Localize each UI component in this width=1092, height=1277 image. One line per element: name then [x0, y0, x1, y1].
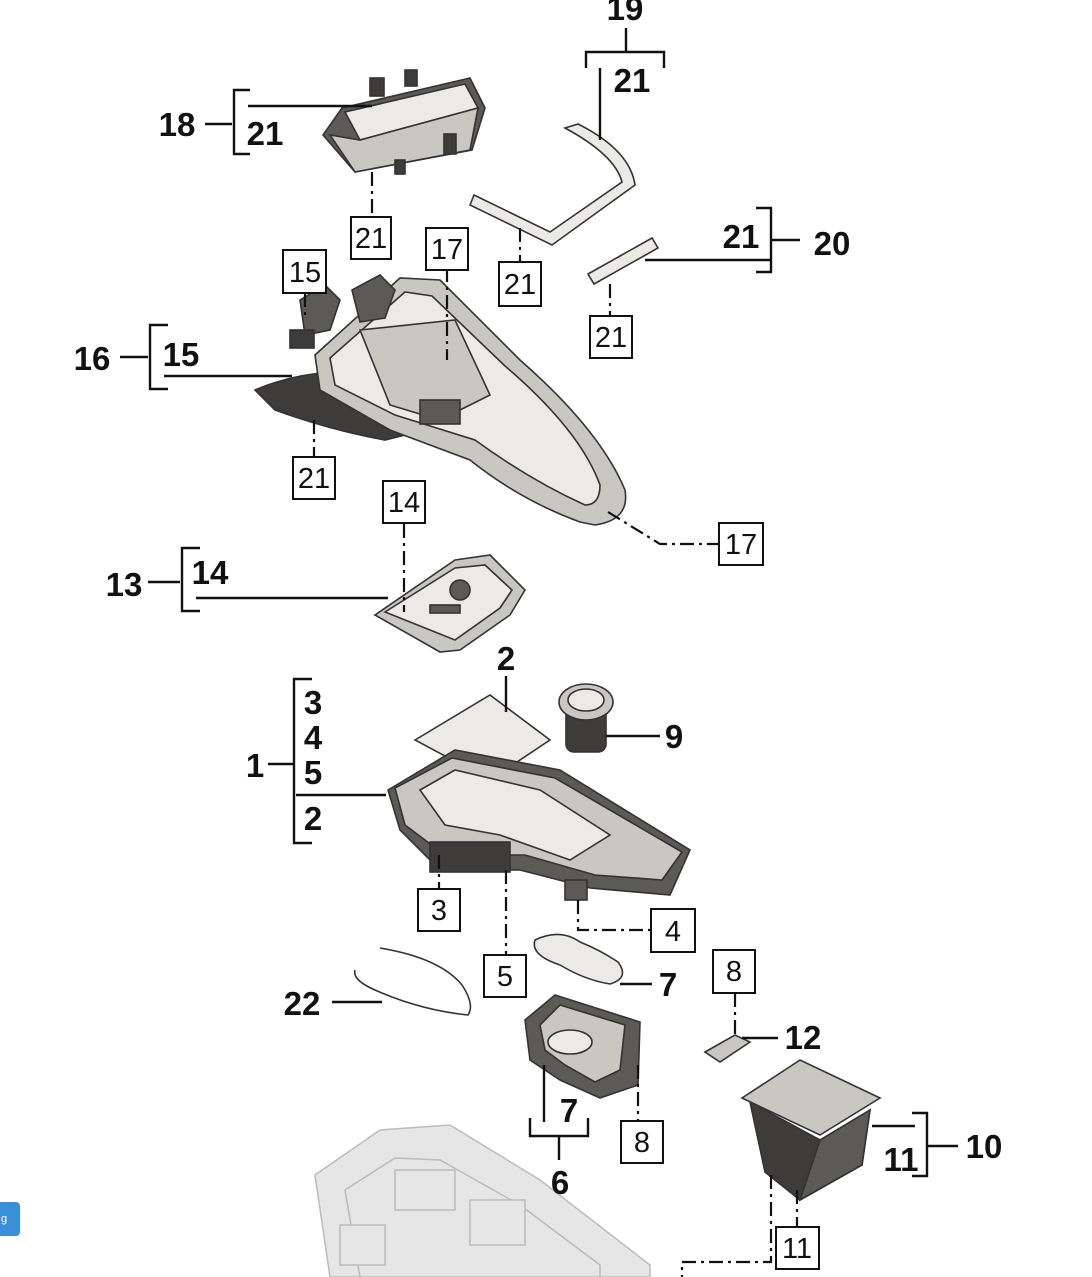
- part-6-cup-holder: [524, 994, 641, 1099]
- part-19-trim-strip: [468, 123, 636, 246]
- callout-box-21-upper[interactable]: 21: [350, 216, 392, 260]
- callout-2-bracket[interactable]: 2: [304, 800, 322, 837]
- svg-text:21: 21: [355, 223, 387, 255]
- part-13-cover-plate: [373, 554, 527, 653]
- callout-box-5[interactable]: 5: [483, 954, 527, 998]
- callout-18[interactable]: 18: [159, 106, 196, 143]
- callout-3-bracket[interactable]: 3: [304, 684, 322, 721]
- svg-text:3: 3: [431, 895, 447, 927]
- callout-14[interactable]: 14: [192, 554, 229, 591]
- plain-callouts: 19 21 18 21 21 20 16 15 13 14 2 9 1 3 4 …: [74, 0, 1003, 1201]
- callout-6[interactable]: 6: [551, 1164, 569, 1201]
- callout-21-20[interactable]: 21: [723, 218, 760, 255]
- callout-7-mat[interactable]: 7: [659, 966, 677, 1003]
- part-22-trim-wire: [353, 947, 472, 1016]
- callout-4-bracket[interactable]: 4: [304, 719, 323, 756]
- svg-text:14: 14: [388, 487, 420, 519]
- callout-box-8-upper[interactable]: 8: [712, 949, 756, 994]
- callout-10[interactable]: 10: [966, 1128, 1003, 1165]
- callout-15[interactable]: 15: [163, 336, 200, 373]
- callout-box-21-console[interactable]: 21: [292, 456, 336, 500]
- callout-20[interactable]: 20: [814, 225, 851, 262]
- callout-box-21-trim[interactable]: 21: [498, 261, 542, 307]
- part-1-console-body: [387, 749, 692, 901]
- callout-12[interactable]: 12: [785, 1019, 822, 1056]
- callout-13[interactable]: 13: [106, 566, 143, 603]
- leader-lines: [120, 28, 958, 1277]
- part-10-storage-bin: [740, 1059, 882, 1202]
- svg-text:11: 11: [782, 1233, 812, 1265]
- side-tab-label: g: [1, 1213, 8, 1225]
- part-7-mat-insert: [533, 933, 624, 985]
- callout-box-21-strip[interactable]: 21: [589, 315, 633, 359]
- callout-2-top[interactable]: 2: [497, 640, 515, 677]
- part-12-clip: [703, 1034, 752, 1063]
- callout-box-11[interactable]: 11: [775, 1226, 820, 1270]
- svg-text:5: 5: [497, 961, 513, 993]
- svg-text:8: 8: [634, 1127, 650, 1159]
- callout-box-14[interactable]: 14: [382, 480, 426, 524]
- part-18-storage-module: [321, 69, 486, 175]
- callout-11-bracket[interactable]: 11: [884, 1141, 919, 1178]
- callout-9[interactable]: 9: [665, 718, 683, 755]
- boxed-callouts: 21 17 15 21 21 21 14 17: [282, 216, 820, 1270]
- callout-box-17-upper[interactable]: 17: [425, 227, 469, 271]
- callout-22[interactable]: 22: [284, 985, 321, 1022]
- svg-text:4: 4: [665, 916, 681, 948]
- callout-1[interactable]: 1: [246, 747, 264, 784]
- callout-box-8-lower[interactable]: 8: [620, 1120, 664, 1164]
- callout-box-4[interactable]: 4: [650, 908, 696, 953]
- part-9-cup: [558, 683, 614, 753]
- callout-box-15[interactable]: 15: [282, 249, 327, 294]
- side-tab[interactable]: g: [0, 1202, 20, 1236]
- callout-16[interactable]: 16: [74, 340, 111, 377]
- callout-5-bracket[interactable]: 5: [304, 754, 322, 791]
- callout-box-3[interactable]: 3: [417, 888, 461, 932]
- svg-text:8: 8: [726, 956, 742, 988]
- callout-7-holder[interactable]: 7: [560, 1092, 578, 1129]
- ghost-console-frame: [314, 1124, 651, 1277]
- svg-text:21: 21: [595, 322, 627, 354]
- callout-19[interactable]: 19: [607, 0, 644, 27]
- part-20-trim-strip: [586, 236, 660, 286]
- svg-text:21: 21: [298, 463, 330, 495]
- svg-text:17: 17: [725, 529, 757, 561]
- callout-21-top[interactable]: 21: [614, 62, 651, 99]
- part-16-console-trim: [253, 274, 627, 526]
- svg-text:15: 15: [289, 257, 321, 289]
- callout-21-18[interactable]: 21: [247, 115, 284, 152]
- svg-text:21: 21: [504, 269, 536, 301]
- callout-box-17-lower[interactable]: 17: [718, 522, 764, 566]
- svg-text:17: 17: [431, 234, 463, 266]
